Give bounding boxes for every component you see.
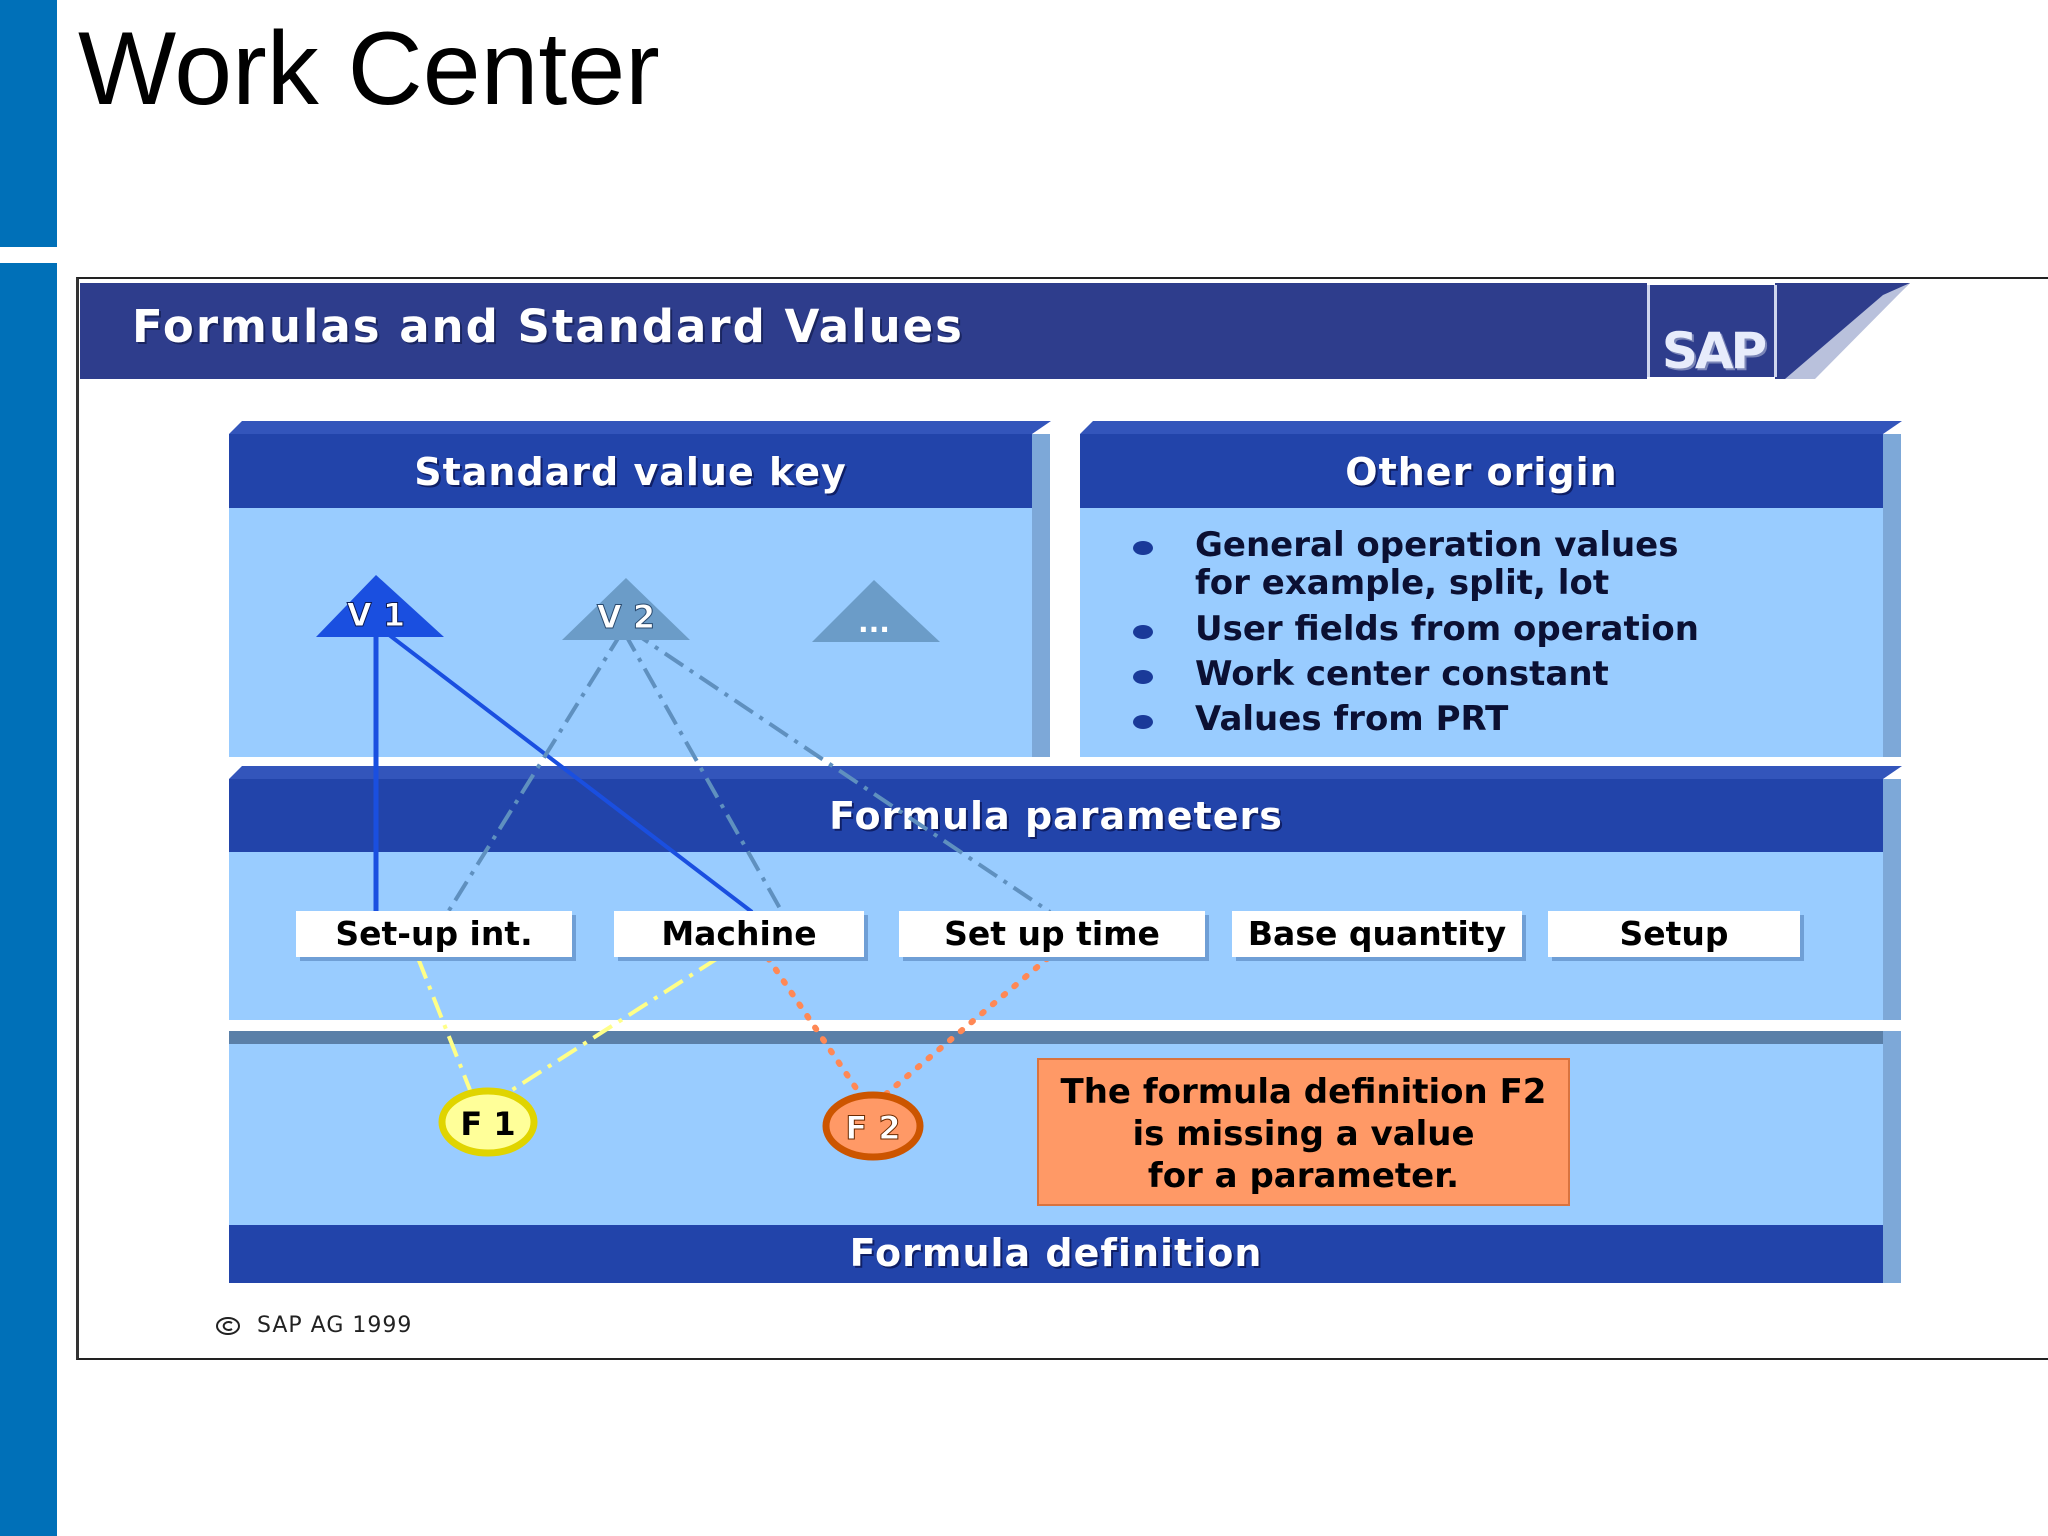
bullet-user-fields: User fields from operation: [1195, 609, 1699, 649]
param-setup: Setup: [1548, 911, 1800, 957]
formula-parameters-header: [229, 779, 1883, 852]
connector-f1-machine: [510, 956, 720, 1092]
param-setup-int: Set-up int.: [296, 911, 572, 957]
bullet-general-operation-values: General operation values: [1195, 525, 1679, 565]
copyright-icon: [216, 1317, 240, 1335]
triangle-more-icon: [812, 580, 940, 642]
standard-value-key-title: Standard value key: [414, 450, 847, 494]
triangle-more-label: ...: [858, 606, 890, 639]
slide-banner: [80, 283, 1647, 379]
bullet-general-operation-values-example: for example, split, lot: [1195, 563, 1610, 603]
banner-slant: [1775, 283, 1910, 379]
other-origin-panel-top-bevel: [1080, 421, 1902, 434]
sidebar-accent-top: [0, 0, 57, 247]
standard-value-key-panel-edge: [1032, 434, 1050, 757]
formula-parameters-title: Formula parameters: [829, 794, 1283, 838]
formula-definition-top-bevel: [229, 1031, 1883, 1044]
sap-logo: [1647, 285, 1777, 377]
connector-f2-set-up-time: [883, 955, 1051, 1097]
formula-definition-footer-band: [229, 1225, 1883, 1283]
formula-f1-circle: [438, 1087, 538, 1157]
missing-value-note: The formula definition F2 is missing a v…: [1037, 1058, 1570, 1206]
triangle-v1-icon: [316, 575, 444, 637]
bullet-values-from-prt: Values from PRT: [1195, 699, 1509, 739]
slide-title: Formulas and Standard Values: [132, 300, 964, 353]
param-set-up-time: Set up time: [899, 911, 1205, 957]
copyright-text: SAP AG 1999: [257, 1313, 413, 1338]
param-machine: Machine: [614, 911, 864, 957]
other-origin-title: Other origin: [1345, 450, 1618, 494]
standard-value-key-panel-top-bevel: [229, 421, 1051, 434]
formula-definition-label: Formula definition: [849, 1231, 1263, 1275]
bullet-work-center-constant: Work center constant: [1195, 654, 1609, 694]
other-origin-header: [1080, 434, 1883, 508]
bullet-icon: [1133, 715, 1153, 729]
triangle-v1-label: V 1: [347, 596, 405, 634]
connector-v2-set-up-time: [628, 628, 1052, 914]
connector-v1-machine: [378, 626, 754, 914]
formula-parameters-top-bevel: [229, 766, 1902, 779]
connector-v2-setup-int: [446, 630, 624, 914]
bullet-icon: [1133, 541, 1153, 555]
formula-f2-circle: [822, 1091, 924, 1161]
other-origin-panel: [1080, 508, 1883, 757]
formula-f1-label: F 1: [460, 1105, 515, 1143]
triangle-v2-icon: [562, 578, 690, 640]
note-line-2: is missing a value: [1132, 1114, 1475, 1154]
connector-f1-setup-int: [416, 957, 472, 1091]
formula-parameters-panel-edge: [1883, 779, 1901, 1020]
param-base-quantity: Base quantity: [1232, 911, 1522, 957]
connector-f2-machine: [765, 955, 863, 1097]
connector-v2-machine: [622, 631, 784, 913]
sidebar-accent-bottom: [0, 263, 57, 1536]
other-origin-panel-edge: [1883, 434, 1901, 757]
formula-definition-panel-edge: [1883, 1031, 1901, 1283]
formula-f2-label: F 2: [845, 1109, 900, 1147]
note-line-3: for a parameter.: [1147, 1156, 1460, 1196]
bullet-icon: [1133, 625, 1153, 639]
triangle-v2-label: V 2: [597, 598, 655, 636]
page-title: Work Center: [78, 11, 660, 127]
standard-value-key-header: [229, 434, 1032, 508]
note-line-1: The formula definition F2: [1060, 1072, 1547, 1112]
bullet-icon: [1133, 670, 1153, 684]
sap-logo-text: SAP: [1661, 322, 1767, 380]
